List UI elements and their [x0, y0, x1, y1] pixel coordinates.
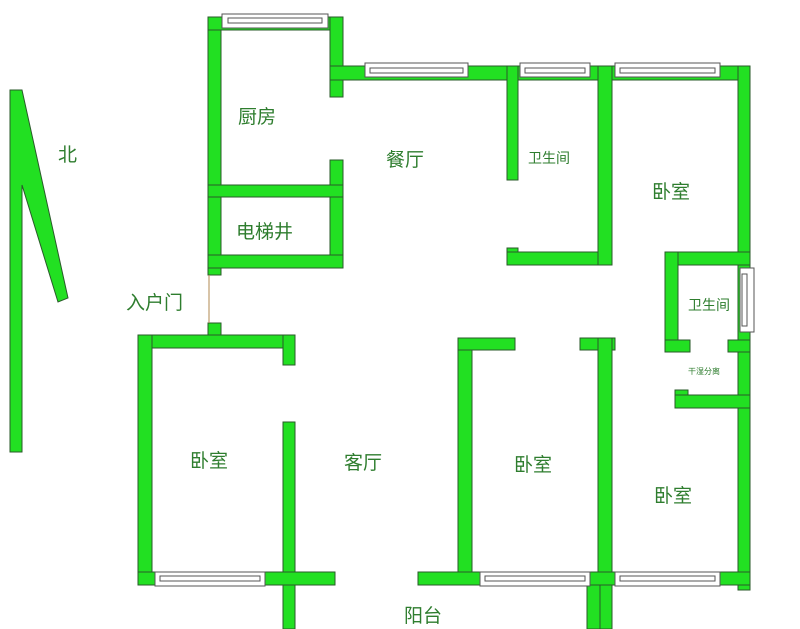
room-bedroom-ne: 卧室 [652, 181, 691, 203]
room-bedroom-se: 卧室 [654, 485, 693, 507]
room-bedroom-mid: 卧室 [514, 454, 553, 476]
dry-wet-label: 干湿分离 [688, 367, 720, 376]
north-label: 北 [58, 144, 78, 166]
room-living: 客厅 [344, 452, 383, 474]
room-dining: 餐厅 [386, 149, 425, 171]
room-balcony: 阳台 [404, 605, 443, 627]
walls [137, 16, 751, 629]
north-arrow-icon [9, 89, 69, 453]
entrance-label: 入户门 [126, 292, 184, 314]
room-elevator: 电梯井 [236, 221, 294, 243]
room-kitchen: 厨房 [238, 106, 277, 128]
room-bathroom-right: 卫生间 [688, 298, 730, 314]
room-bathroom-top: 卫生间 [528, 151, 570, 167]
windows [154, 13, 755, 587]
room-bedroom-west: 卧室 [190, 450, 229, 472]
